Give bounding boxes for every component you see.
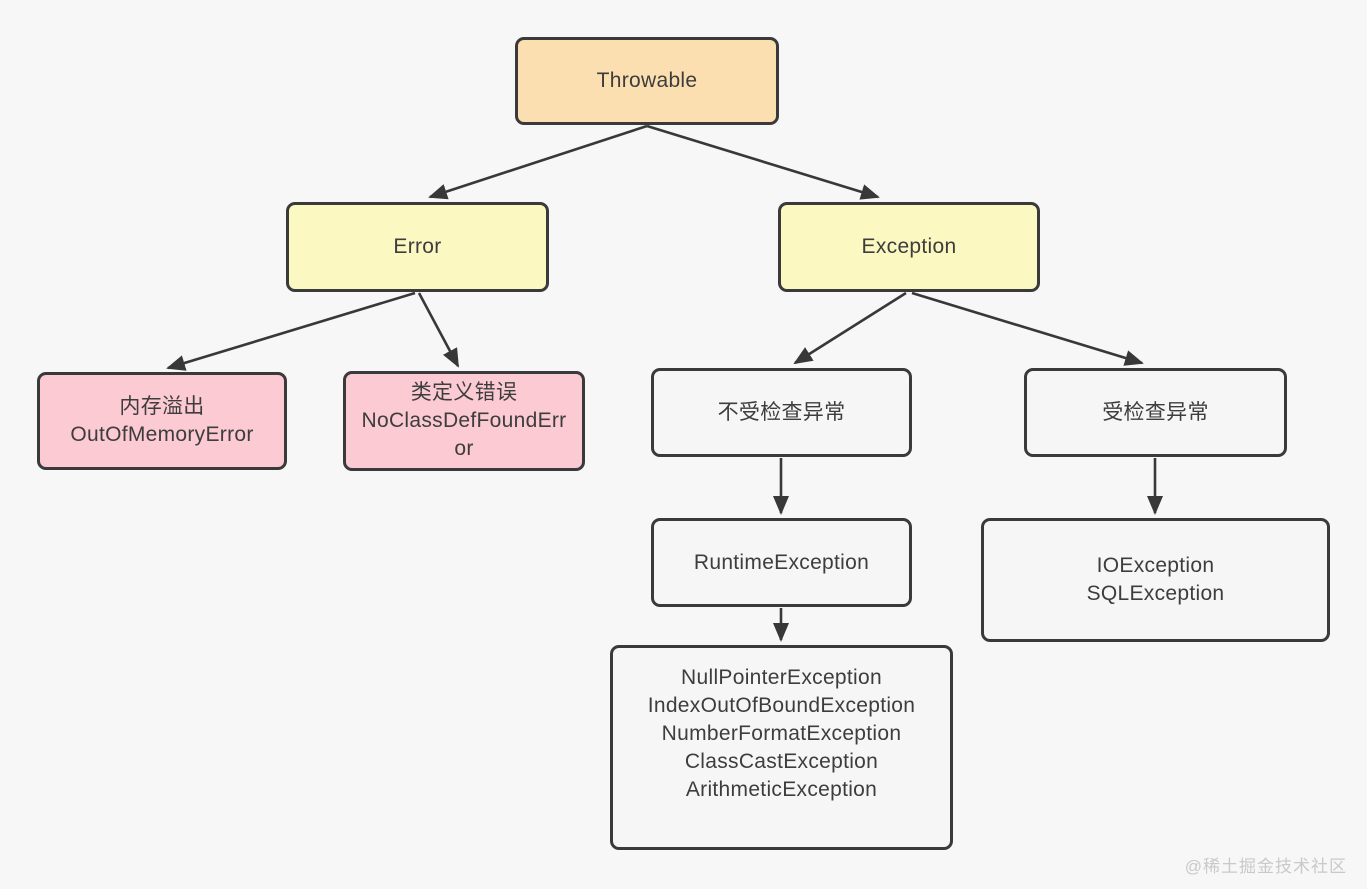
- watermark: @稀土掘金技术社区: [1184, 857, 1347, 876]
- node-unchecked-exception: 不受检查异常: [651, 368, 912, 457]
- node-throwable: Throwable: [515, 37, 779, 125]
- node-runtime-exception-subtypes: NullPointerException IndexOutOfBoundExce…: [610, 645, 953, 850]
- node-error-label: Error: [393, 235, 442, 258]
- node-runtime-exception-subtypes-label: NullPointerException IndexOutOfBoundExce…: [647, 666, 916, 801]
- node-no-class-def-found-error-label: 类定义错误 NoClassDefFoundError: [361, 381, 567, 460]
- edge-error-nocls: [417, 292, 460, 368]
- edge-throwable-exception: [646, 124, 880, 200]
- node-throwable-label: Throwable: [596, 69, 698, 92]
- node-error: Error: [286, 202, 549, 292]
- node-checked-exception: 受检查异常: [1024, 368, 1287, 457]
- edge-throwable-error: [428, 124, 648, 200]
- node-out-of-memory-error-label: 内存溢出 OutOfMemoryError: [70, 395, 254, 446]
- node-checked-exception-label: 受检查异常: [1102, 400, 1209, 424]
- node-runtime-exception: RuntimeException: [651, 518, 912, 607]
- node-no-class-def-found-error: 类定义错误 NoClassDefFoundError: [343, 371, 585, 471]
- edge-exception-unchecked: [793, 291, 907, 365]
- node-runtime-exception-label: RuntimeException: [693, 550, 870, 574]
- node-exception-label: Exception: [861, 235, 957, 258]
- edge-error-oom: [166, 291, 416, 371]
- node-unchecked-exception-label: 不受检查异常: [717, 400, 846, 424]
- edge-exception-checked: [911, 291, 1144, 366]
- node-io-sql-exception-label: IOException SQLException: [1086, 554, 1225, 605]
- node-exception: Exception: [778, 202, 1040, 292]
- node-io-sql-exception: IOException SQLException: [981, 518, 1330, 642]
- node-out-of-memory-error: 内存溢出 OutOfMemoryError: [37, 372, 287, 470]
